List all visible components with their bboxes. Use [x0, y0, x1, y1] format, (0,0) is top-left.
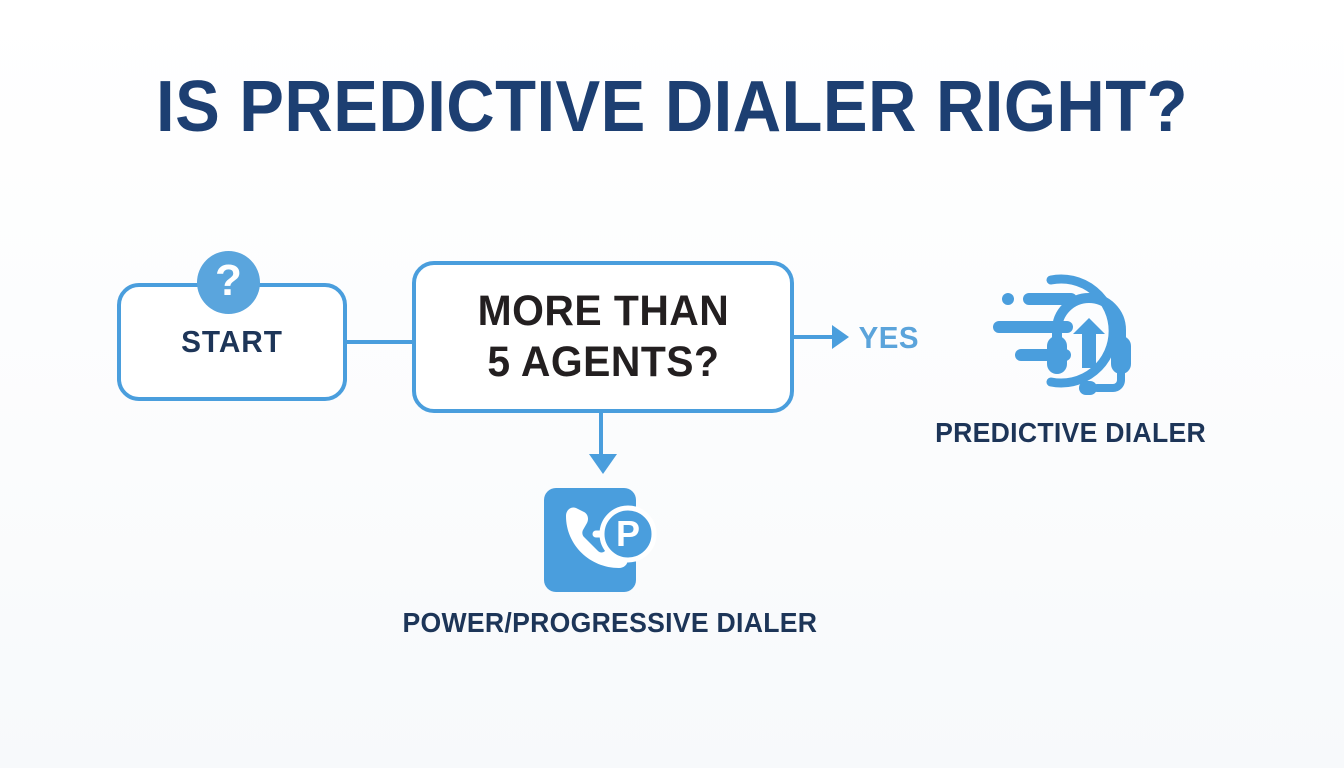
connector-decision-to-power: [599, 411, 603, 459]
outcome-power-dialer[interactable]: P POWER/PROGRESSIVE DIALER: [392, 488, 818, 639]
connector-start-to-decision: [345, 340, 415, 344]
outcome-predictive-label: PREDICTIVE DIALER: [935, 417, 1207, 448]
p-badge-glyph: P: [616, 513, 640, 554]
edge-label-yes: YES: [858, 320, 919, 355]
start-node-label: START: [181, 324, 283, 359]
outcome-predictive-dialer[interactable]: PREDICTIVE DIALER: [928, 258, 1213, 449]
outcome-power-label: POWER/PROGRESSIVE DIALER: [402, 607, 818, 638]
page-title: IS PREDICTIVE DIALER RIGHT?: [156, 67, 1188, 147]
decision-node-label: MORE THAN 5 AGENTS?: [477, 286, 729, 387]
decision-label-line1: MORE THAN: [477, 287, 729, 336]
connector-decision-to-yes: [791, 335, 835, 339]
headset-speed-circle-icon: [992, 274, 1131, 395]
phone-forward-p-badge-icon: P: [544, 488, 657, 592]
arrow-right-icon: [832, 325, 849, 349]
decision-label-line2: 5 AGENTS?: [486, 338, 720, 386]
flow-node-decision[interactable]: MORE THAN 5 AGENTS?: [412, 261, 794, 413]
arrow-down-icon: [589, 454, 617, 474]
question-mark-icon: ?: [197, 251, 260, 314]
